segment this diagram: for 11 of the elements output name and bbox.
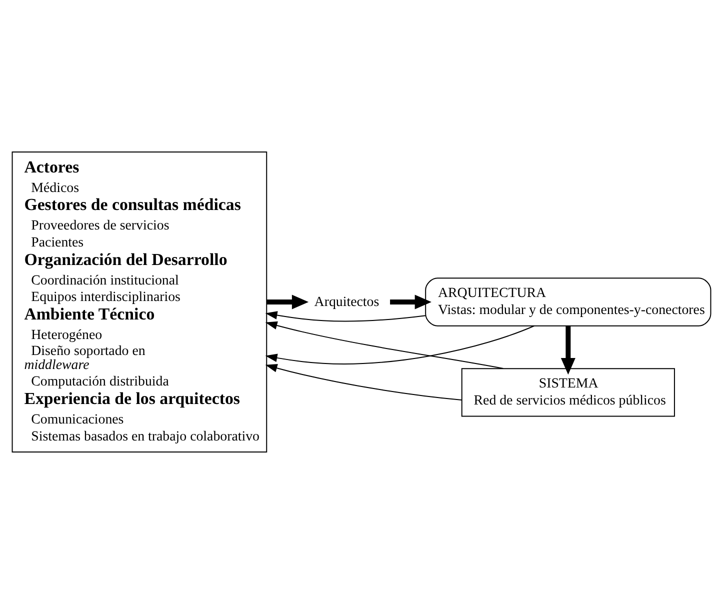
arrow: [390, 294, 432, 310]
arrow: [560, 326, 576, 375]
arrow: [265, 325, 535, 364]
node-box: SISTEMA Red de servicios médicos públicos: [461, 368, 675, 417]
node-box: Actores Médicos Gestores de consultas médicas Proveedores de servicios Pacientes Organización del Desarrollo Coordinación institucional Equipos interdisciplinarios Ambiente Técnico Heterogéneo Diseño soportado en middleware Computación distribuida Experiencia de los arquitectos Comunicaciones Sistemas basados en trabajo colaborativo: [12, 151, 268, 453]
arrow: [266, 294, 309, 310]
node-box: ARQUITECTURA Vistas: modular y de componentes-y-conectores: [425, 278, 712, 326]
node-text: Arquitectos: [314, 295, 380, 310]
arrow: [265, 364, 462, 400]
arrow: [265, 321, 504, 370]
arrow: [265, 311, 426, 322]
